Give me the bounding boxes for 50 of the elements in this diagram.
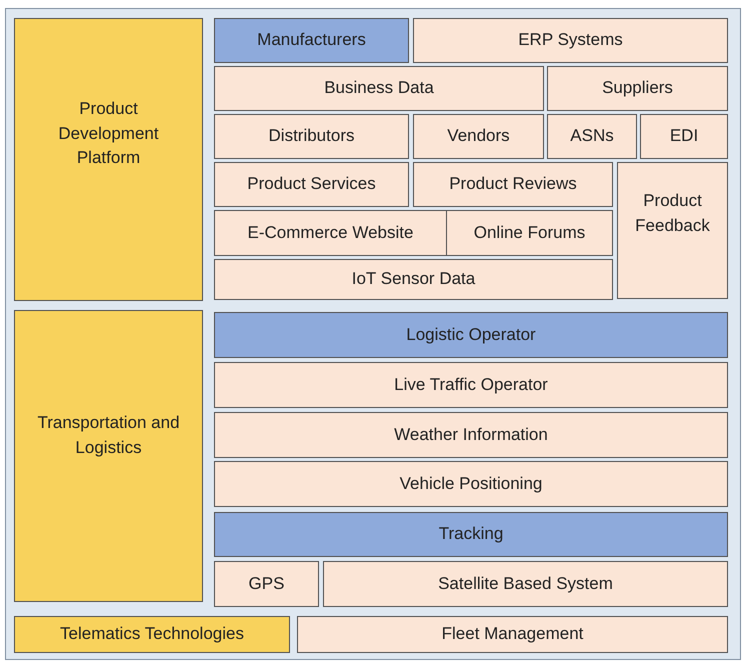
box-label: Business Data (324, 77, 434, 100)
box-label: Product Feedback (634, 190, 711, 237)
box (214, 512, 728, 557)
box (446, 210, 613, 256)
box (214, 461, 728, 507)
box-label: Satellite Based System (438, 572, 613, 595)
box (214, 362, 728, 408)
box-label: Vendors (447, 125, 510, 148)
box-label: ASNs (570, 125, 614, 148)
box-label: Weather Information (394, 424, 548, 446)
box-label: Product Development Platform (57, 98, 160, 170)
box-label: Fleet Management (442, 623, 584, 646)
box (413, 114, 544, 159)
box (640, 114, 728, 159)
box-label: Suppliers (602, 77, 673, 100)
box (214, 312, 728, 358)
box (323, 561, 728, 607)
box-label: GPS (248, 572, 284, 595)
box-label: ERP Systems (518, 29, 623, 52)
box-label: E-Commerce Website (248, 222, 414, 244)
box (14, 18, 203, 301)
box-label: Logistic Operator (406, 324, 536, 346)
box (413, 18, 728, 63)
box-label: Telematics Technologies (60, 623, 244, 646)
box (214, 114, 409, 159)
box (214, 18, 409, 63)
box-label: Manufacturers (257, 29, 366, 52)
box-label: Product Services (247, 173, 376, 196)
box (617, 162, 728, 299)
box-label: Transportation and Logistics (36, 412, 181, 459)
box (14, 310, 203, 602)
box (214, 162, 409, 207)
box (413, 162, 613, 207)
box (297, 616, 728, 653)
box (14, 616, 290, 653)
box-label: Distributors (268, 125, 354, 148)
box (547, 66, 728, 111)
box-label: Product Reviews (449, 173, 577, 196)
box-label: Tracking (438, 523, 504, 546)
box-label: Online Forums (474, 222, 586, 244)
box (547, 114, 637, 159)
box (214, 412, 728, 458)
box-label: Live Traffic Operator (394, 374, 548, 396)
box-label: Vehicle Positioning (400, 472, 542, 495)
box (214, 210, 447, 256)
box (214, 259, 613, 300)
box (214, 561, 319, 607)
box (214, 66, 544, 111)
box-label: IoT Sensor Data (352, 268, 476, 290)
box-label: EDI (670, 125, 698, 148)
